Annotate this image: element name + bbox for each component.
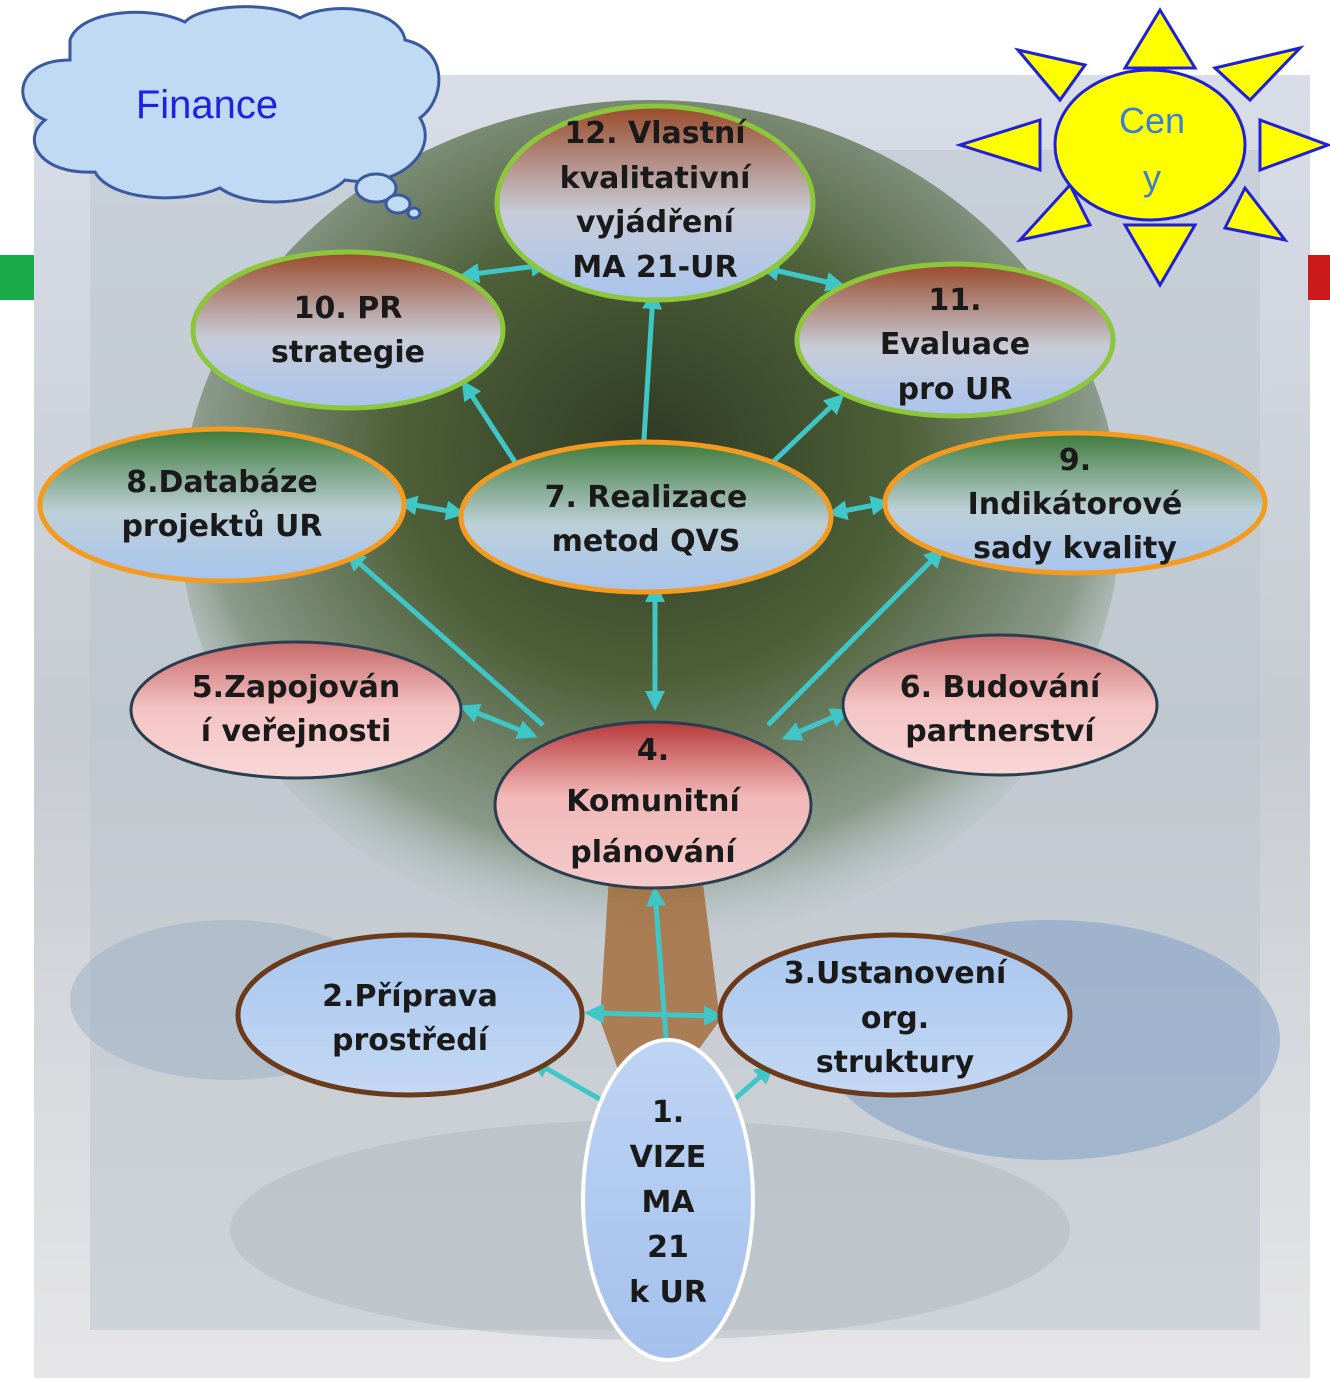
- link-4-6: [781, 708, 851, 741]
- node-9: 9. Indikátorové sady kvality: [882, 430, 1268, 576]
- node-3: 3.Ustanovení org. struktury: [717, 932, 1073, 1098]
- left-marker: [0, 255, 34, 300]
- node-6: 6. Budování partnerství: [841, 633, 1159, 777]
- node-12-line-3: vyjádření: [576, 205, 736, 240]
- node-1-line-5: k UR: [629, 1275, 707, 1310]
- node-6-line-1: 6. Budování: [900, 670, 1102, 705]
- link-4-5: [459, 703, 538, 740]
- link-1-2: [529, 1059, 612, 1108]
- prizes-sun: [954, 7, 1330, 288]
- node-5-line-2: í veřejnosti: [201, 714, 392, 749]
- link-7-10: [461, 379, 518, 464]
- node-3-line-2: org.: [861, 1001, 929, 1036]
- node-11: 11. Evaluace pro UR: [794, 261, 1116, 419]
- node-6-line-2: partnerství: [905, 714, 1096, 749]
- node-1: 1. VIZE MA 21 k UR: [581, 1038, 755, 1362]
- node-12-line-2: kvalitativní: [560, 161, 752, 196]
- node-10-line-2: strategie: [271, 335, 425, 370]
- node-10: 10. PR strategie: [190, 249, 506, 411]
- link-7-11: [771, 393, 845, 464]
- node-9-line-3: sady kvality: [973, 531, 1177, 566]
- link-4-9: [766, 547, 945, 727]
- node-8-line-1: 8.Databáze: [126, 465, 318, 500]
- connectors: [345, 256, 945, 1108]
- node-12-line-1: 12. Vlastní: [564, 116, 747, 151]
- node-8-line-2: projektů UR: [121, 508, 322, 544]
- link-7-8: [397, 495, 466, 521]
- node-10-line-1: 10. PR: [294, 291, 403, 326]
- node-7-line-2: metod QVS: [552, 524, 741, 559]
- node-3-line-1: 3.Ustanovení: [784, 956, 1008, 991]
- node-5-line-1: 5.Zapojován: [192, 670, 400, 705]
- node-5: 5.Zapojován í veřejnosti: [129, 640, 463, 780]
- node-9-line-1: 9.: [1059, 443, 1091, 478]
- node-11-line-1: 11.: [928, 283, 981, 318]
- node-7-line-1: 7. Realizace: [545, 480, 748, 515]
- node-1-line-2: VIZE: [630, 1140, 707, 1175]
- node-8: 8.Databáze projektů UR: [37, 426, 407, 584]
- node-3-line-3: struktury: [816, 1045, 975, 1080]
- sun-label-line-1: Cen: [1119, 100, 1185, 141]
- node-12: 12. Vlastní kvalitativní vyjádření MA 21…: [494, 103, 816, 303]
- link-2-3: [584, 1003, 724, 1026]
- node-4-line-1: 4.: [637, 733, 669, 768]
- link-7-9: [827, 495, 891, 521]
- link-11-12: [759, 261, 846, 292]
- node-2-line-1: 2.Příprava: [322, 979, 498, 1014]
- node-11-line-3: pro UR: [898, 372, 1013, 407]
- node-4-line-3: plánování: [570, 835, 737, 870]
- right-marker: [1308, 255, 1330, 300]
- node-1-line-4: 21: [647, 1230, 689, 1265]
- node-1-line-1: 1.: [652, 1095, 684, 1130]
- node-2: 2.Příprava prostředí: [235, 932, 585, 1098]
- node-7: 7. Realizace metod QVS: [458, 439, 834, 595]
- node-9-line-2: Indikátorové: [968, 487, 1183, 522]
- finance-label: Finance: [136, 83, 278, 127]
- link-7-12: [640, 289, 663, 456]
- finance-cloud: Finance: [21, 5, 441, 220]
- sun-label-line-2: y: [1143, 157, 1161, 198]
- node-1-line-3: MA: [641, 1185, 695, 1220]
- node-4-line-2: Komunitní: [566, 784, 741, 819]
- node-12-line-4: MA 21-UR: [572, 250, 737, 285]
- node-2-line-2: prostředí: [332, 1023, 490, 1058]
- node-4: 4. Komunitní plánování: [493, 720, 813, 890]
- link-4-8: [345, 551, 545, 727]
- node-11-line-2: Evaluace: [880, 327, 1030, 362]
